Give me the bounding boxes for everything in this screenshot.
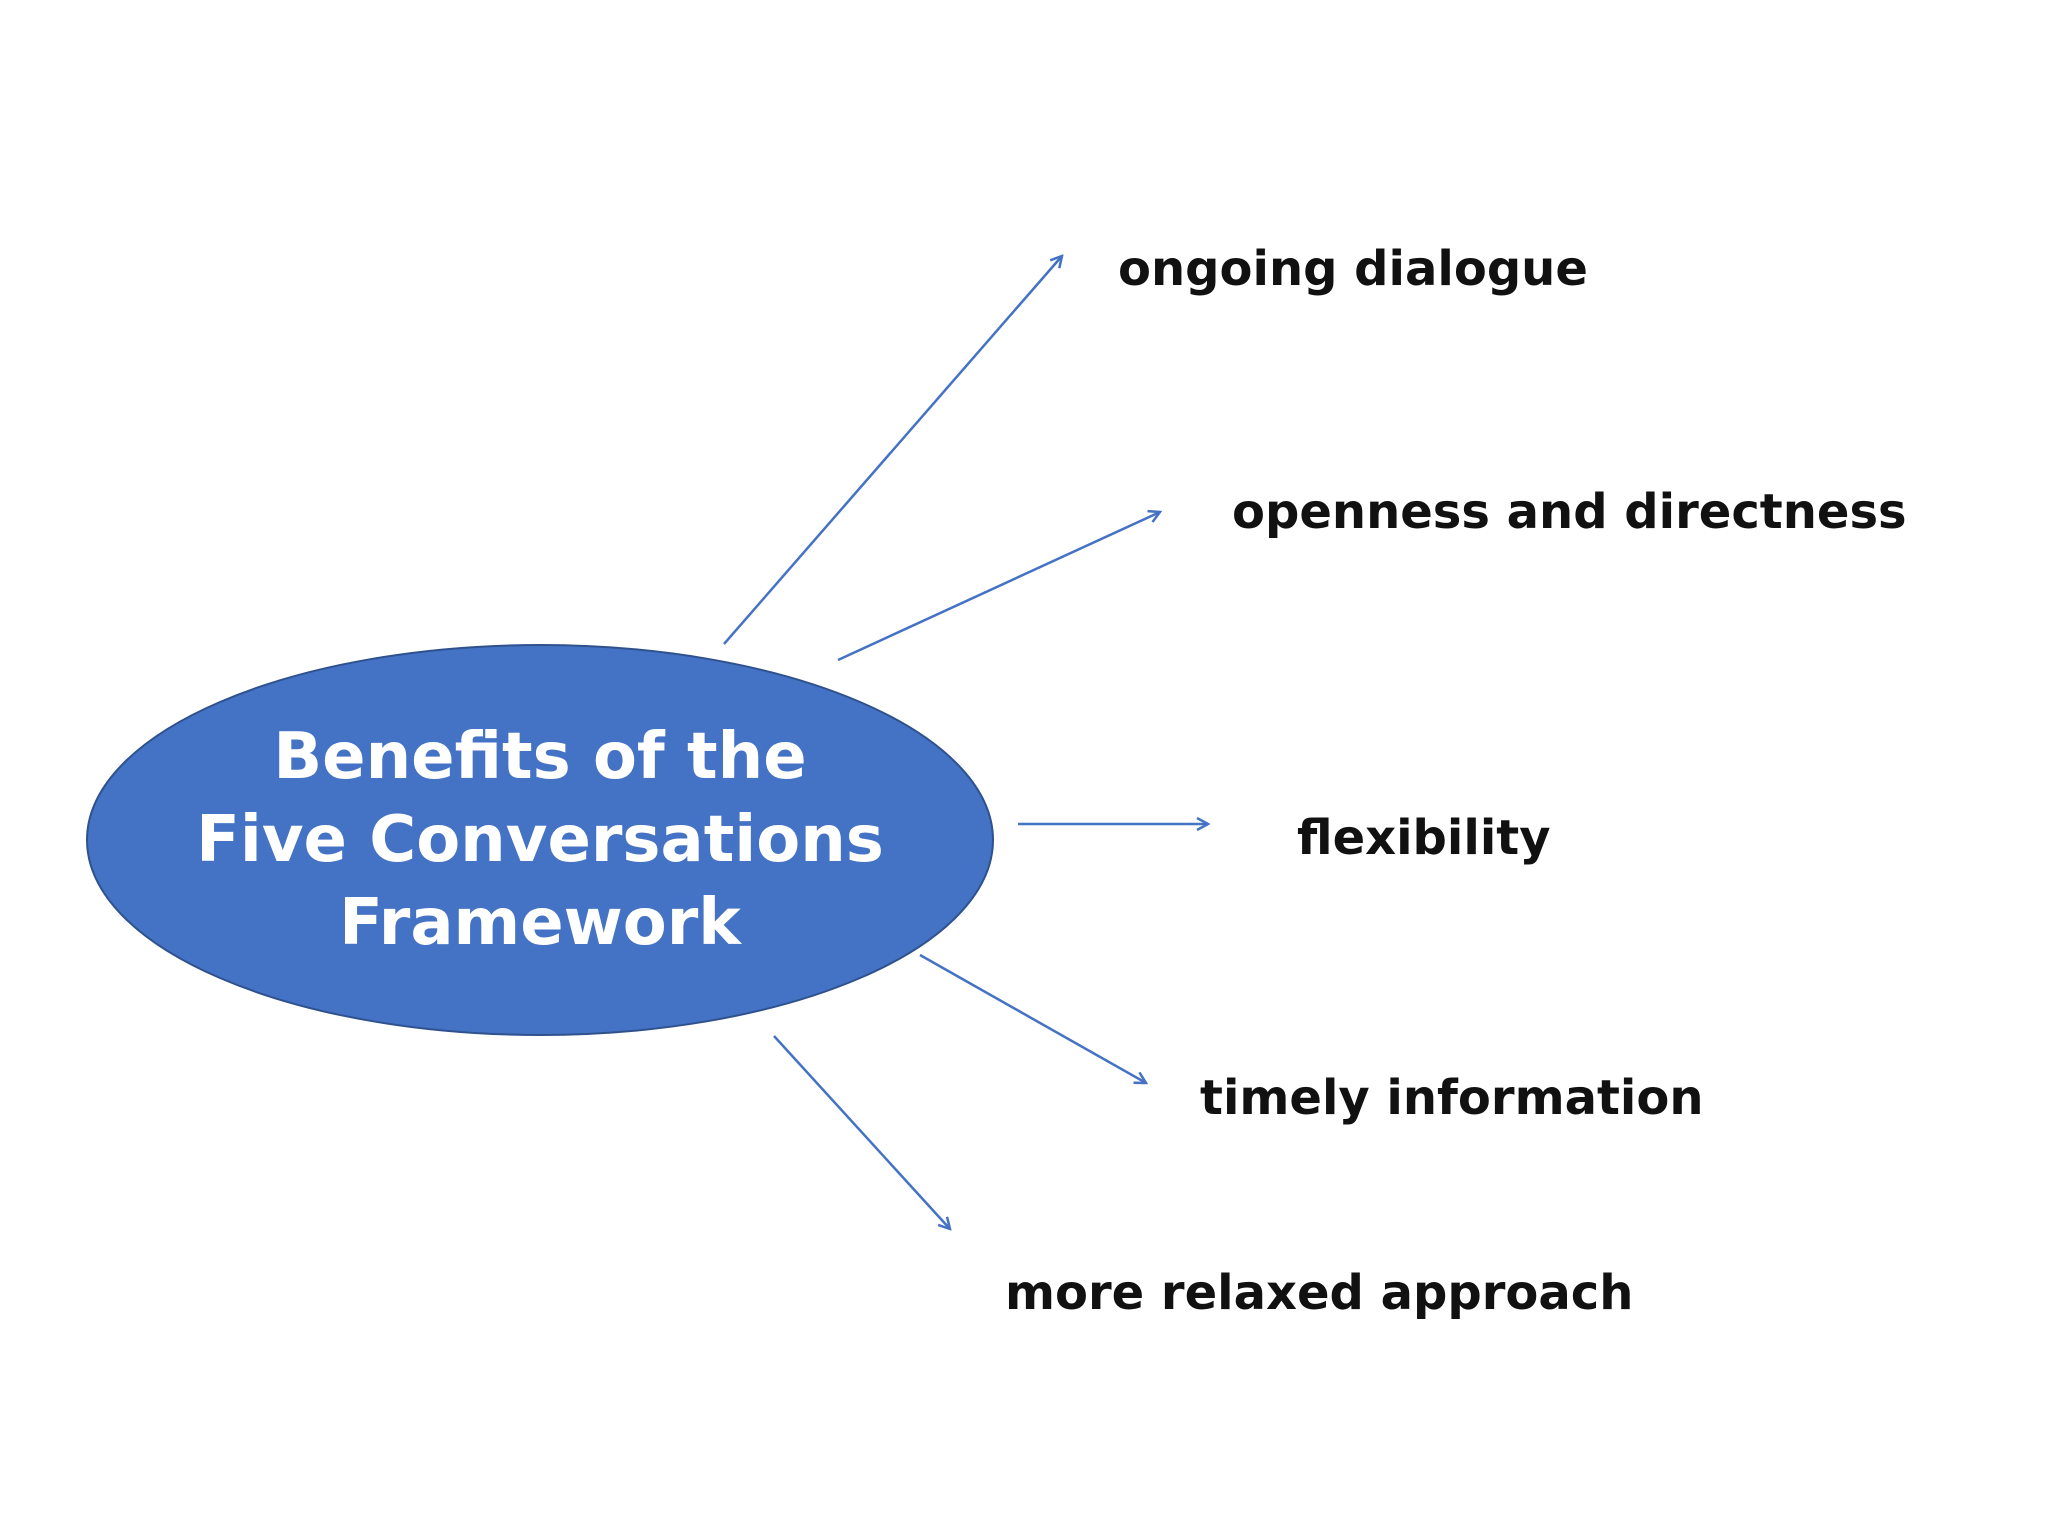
arrow-more-relaxed-approach <box>773 1035 950 1229</box>
benefit-openness-and-directness: openness and directness <box>1232 484 1907 540</box>
arrow-openness-and-directness <box>837 512 1160 662</box>
benefit-timely-information: timely information <box>1200 1070 1704 1126</box>
center-title: Benefits of the Five Conversations Frame… <box>196 719 884 960</box>
center-ellipse <box>86 644 994 1036</box>
arrow-timely-information <box>919 953 1146 1083</box>
benefit-flexibility: flexibility <box>1297 810 1551 866</box>
benefit-more-relaxed-approach: more relaxed approach <box>1005 1265 1634 1321</box>
arrow-ongoing-dialogue <box>723 256 1062 645</box>
benefit-ongoing-dialogue: ongoing dialogue <box>1118 241 1588 297</box>
